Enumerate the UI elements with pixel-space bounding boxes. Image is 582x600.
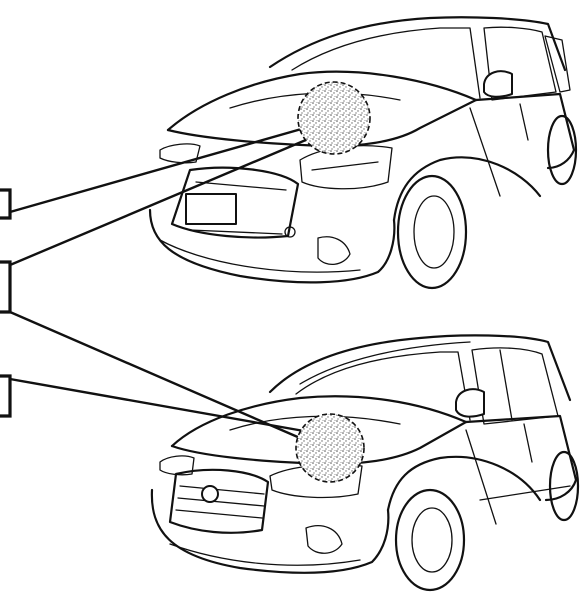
upper-car-front-wheel xyxy=(398,176,466,288)
upper-car-front-fender xyxy=(394,157,540,220)
lower-car-door-handle xyxy=(524,424,532,462)
lower-car-hood-spot-icon xyxy=(296,414,364,482)
lower-car-windshield xyxy=(296,352,470,420)
lower-car-roof-rail xyxy=(300,342,470,384)
upper-car-bumper-lip xyxy=(160,240,360,272)
lower-car-front-wheel xyxy=(396,490,464,590)
upper-car-roofline xyxy=(270,17,565,70)
lower-car-front-bumper xyxy=(152,490,389,573)
lower-car-emblem-icon xyxy=(202,486,218,502)
lower-car-front-fender xyxy=(388,457,540,510)
upper-car-side-body xyxy=(476,94,574,168)
lower-car-grille-bar-2 xyxy=(178,498,264,506)
upper-car-front-rim xyxy=(414,196,454,268)
upper-bracket-icon xyxy=(0,190,10,218)
upper-car xyxy=(150,17,576,288)
lower-car-front-rim xyxy=(412,508,452,572)
callout-line-upper-a xyxy=(10,126,312,212)
lower-car-bumper-lip xyxy=(170,544,360,565)
upper-car-license-plate xyxy=(186,194,236,224)
lower-car-grille-bar-1 xyxy=(180,486,264,494)
upper-car-side-mirror xyxy=(484,71,512,97)
upper-car-rear-window xyxy=(545,36,570,92)
lower-car xyxy=(152,335,578,590)
callout-line-lower-a xyxy=(10,312,300,438)
upper-car-door-line xyxy=(470,108,500,196)
upper-car-headlight-detail xyxy=(312,162,378,170)
middle-bracket-icon xyxy=(0,262,10,312)
upper-car-grille-bar-1 xyxy=(196,182,286,190)
lower-car-fog-light xyxy=(306,526,342,554)
upper-car-door-handle xyxy=(520,104,528,140)
lower-car-window-pillar xyxy=(500,350,512,420)
upper-car-fog-light xyxy=(318,237,350,265)
lower-car-side-mirror xyxy=(456,389,484,416)
lower-car-door-line xyxy=(466,430,496,524)
lower-bracket-icon xyxy=(0,376,10,416)
upper-car-rear-wheel xyxy=(548,116,576,184)
lower-car-grille-bar-3 xyxy=(176,510,262,518)
upper-car-hood-spot-icon xyxy=(298,82,370,154)
lower-car-roofline xyxy=(270,335,570,400)
